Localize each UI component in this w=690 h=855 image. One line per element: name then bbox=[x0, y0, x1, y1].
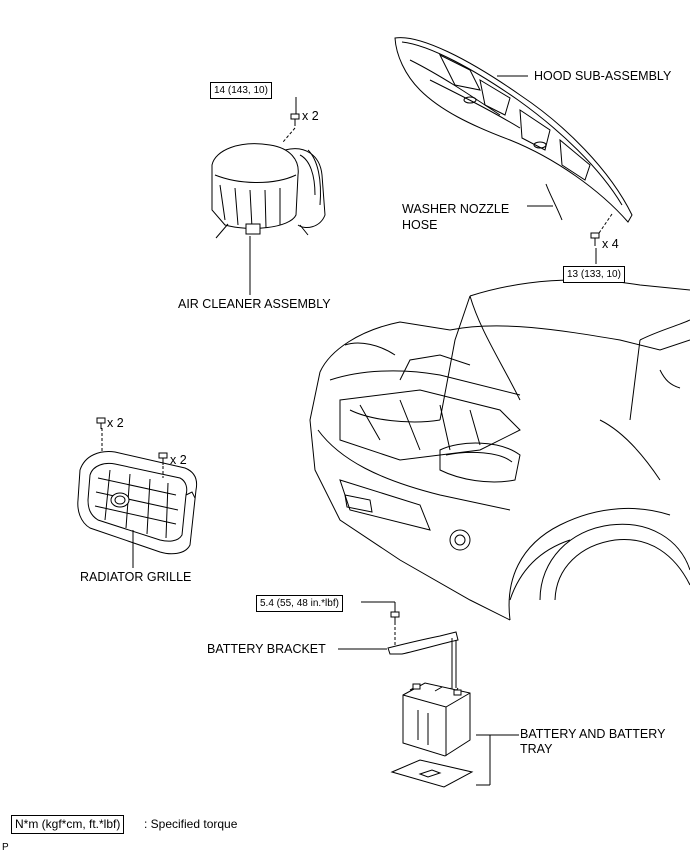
radiator-grille bbox=[77, 451, 198, 555]
grille-bolt-right-icon bbox=[158, 452, 168, 465]
washer-label-line2: HOSE bbox=[402, 218, 438, 232]
battery bbox=[402, 682, 471, 757]
vehicle-front-body bbox=[309, 279, 690, 621]
bracket-torque-box: 5.4 (55, 48 in.*lbf) bbox=[256, 595, 343, 612]
hood-bolt-dash bbox=[596, 213, 613, 237]
washer-label-line1: WASHER NOZZLE bbox=[402, 202, 510, 216]
hood-sub-assembly bbox=[394, 37, 633, 223]
air-cleaner-label: AIR CLEANER ASSEMBLY bbox=[178, 297, 331, 311]
hood-label: HOOD SUB-ASSEMBLY bbox=[534, 69, 672, 83]
hood-bolt-icon bbox=[590, 232, 600, 246]
air-cleaner-bolt-icon bbox=[290, 113, 300, 126]
legend-unit-box: N*m (kgf*cm, ft.*lbf) bbox=[11, 815, 125, 834]
grille-left-qty: x 2 bbox=[107, 416, 124, 430]
radiator-grille-label: RADIATOR GRILLE bbox=[80, 570, 192, 584]
battery-tray bbox=[390, 759, 474, 788]
legend-description: : Specified torque bbox=[144, 817, 238, 831]
grille-bolt-left-icon bbox=[96, 417, 106, 429]
air-cleaner-assembly bbox=[211, 143, 326, 239]
battery-label-line2: TRAY bbox=[520, 742, 553, 756]
battery-bracket-bolt-icon bbox=[390, 611, 400, 625]
battery-label-line1: BATTERY AND BATTERY bbox=[520, 727, 666, 741]
air-cleaner-torque-box: 14 (143, 10) bbox=[210, 82, 272, 99]
hood-torque-box: 13 (133, 10) bbox=[563, 266, 625, 283]
washer-nozzle-hose bbox=[545, 183, 563, 221]
grille-right-qty: x 2 bbox=[170, 453, 187, 467]
battery-bracket bbox=[387, 631, 459, 692]
battery-bracket-label: BATTERY BRACKET bbox=[207, 642, 326, 656]
air-cleaner-bolt-dash bbox=[282, 127, 296, 143]
air-cleaner-qty: x 2 bbox=[302, 109, 319, 123]
corner-mark: P bbox=[2, 842, 9, 853]
hood-qty: x 4 bbox=[602, 237, 619, 251]
